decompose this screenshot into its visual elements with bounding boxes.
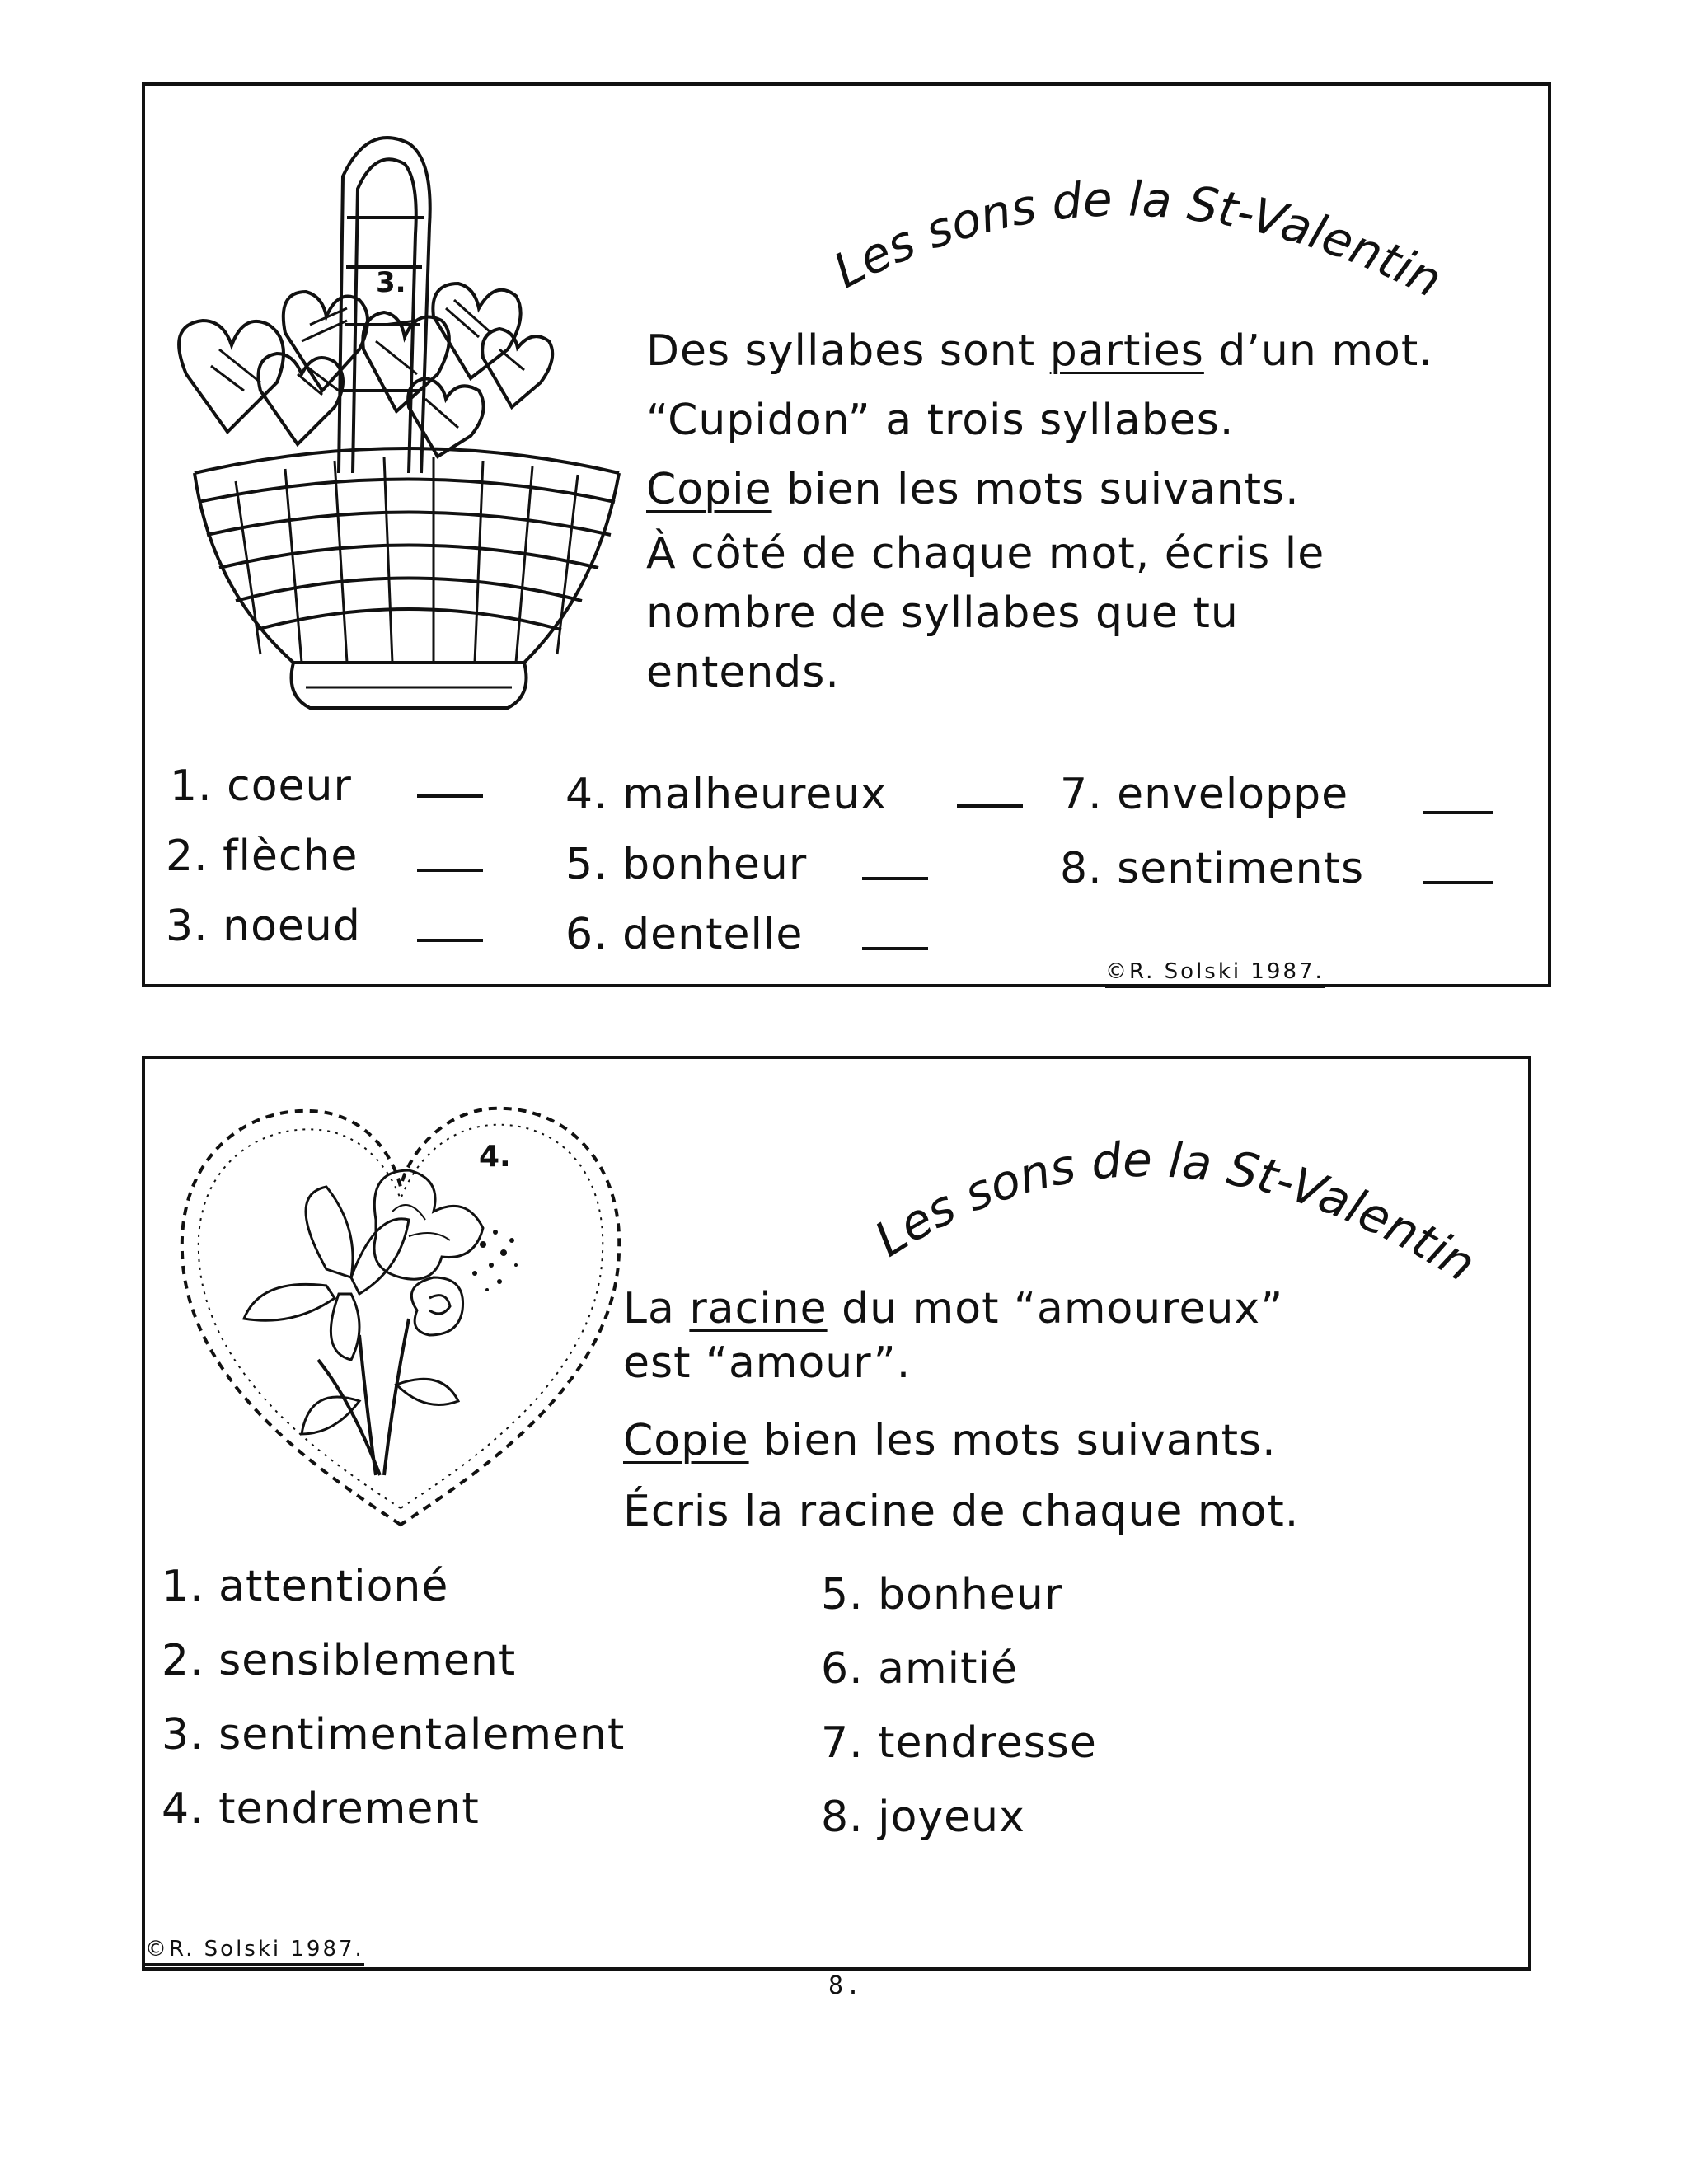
- word-item: 3. noeud: [166, 902, 361, 951]
- word-item: 8. joyeux: [821, 1793, 1025, 1842]
- instruction-line: entends.: [646, 648, 840, 697]
- word-item: 4. malheureux: [565, 770, 887, 819]
- instructions: Des syllabes sont parties d’un mot. “Cup…: [646, 316, 1433, 702]
- word-item: 1. coeur: [170, 762, 352, 811]
- heart-bouquet-illustration: 4.: [180, 1106, 621, 1527]
- instruction-line: La racine du mot “amoureux”: [623, 1284, 1284, 1333]
- activity-card-syllables: 3. Les sons de la St-Valentin Des syllab…: [142, 82, 1551, 988]
- activity-card-root-words: 4. Les sons de la St-Valentin La racine …: [142, 1056, 1531, 1971]
- word-item: 5. bonheur: [565, 840, 808, 889]
- word-item: 7. tendresse: [821, 1718, 1097, 1768]
- answer-blank[interactable]: [417, 794, 483, 798]
- answer-blank[interactable]: [417, 939, 483, 942]
- picture-number: 3.: [376, 266, 406, 299]
- answer-blank[interactable]: [862, 877, 928, 880]
- instruction-line: Écris la racine de chaque mot.: [623, 1487, 1300, 1536]
- copyright: ©R. Solski 1987.: [1105, 959, 1325, 988]
- answer-blank[interactable]: [1423, 811, 1493, 814]
- instructions: La racine du mot “amoureux” est “amour”.…: [623, 1282, 1299, 1547]
- arched-title: Les sons de la St-Valentin: [824, 171, 1451, 308]
- instruction-line: est “amour”.: [623, 1338, 912, 1388]
- word-item: 8. sentiments: [1060, 844, 1365, 893]
- answer-blank[interactable]: [862, 947, 928, 950]
- instruction-line: À côté de chaque mot, écris le: [646, 529, 1325, 579]
- answer-blank[interactable]: [1423, 881, 1493, 884]
- arched-title: Les sons de la St-Valentin: [865, 1132, 1485, 1293]
- copyright: ©R. Solski 1987.: [145, 1937, 364, 1966]
- instruction-line: Copie bien les mots suivants.: [623, 1416, 1277, 1465]
- word-item: 1. attentioné: [162, 1562, 449, 1611]
- word-item: 2. flèche: [166, 832, 359, 881]
- word-item: 7. enveloppe: [1060, 770, 1349, 819]
- word-item: 3. sentimentalement: [162, 1710, 626, 1760]
- instruction-line: Des syllabes sont parties d’un mot.: [646, 326, 1433, 376]
- word-item: 2. sensiblement: [162, 1636, 517, 1685]
- heart-basket-illustration: 3.: [177, 136, 621, 710]
- word-item: 6. amitié: [821, 1644, 1018, 1694]
- word-item: 6. dentelle: [565, 910, 804, 959]
- answer-blank[interactable]: [417, 869, 483, 872]
- instruction-line: nombre de syllabes que tu: [646, 588, 1239, 638]
- page-number: 8.: [828, 1971, 864, 2000]
- word-item: 4. tendrement: [162, 1784, 480, 1834]
- card-title: Les sons de la St-Valentin: [865, 1132, 1485, 1293]
- instruction-line: Copie bien les mots suivants.: [646, 465, 1300, 514]
- picture-number: 4.: [479, 1140, 511, 1174]
- answer-blank[interactable]: [957, 804, 1023, 808]
- card-title: Les sons de la St-Valentin: [824, 171, 1451, 308]
- word-item: 5. bonheur: [821, 1570, 1063, 1619]
- instruction-line: “Cupidon” a trois syllabes.: [646, 396, 1235, 445]
